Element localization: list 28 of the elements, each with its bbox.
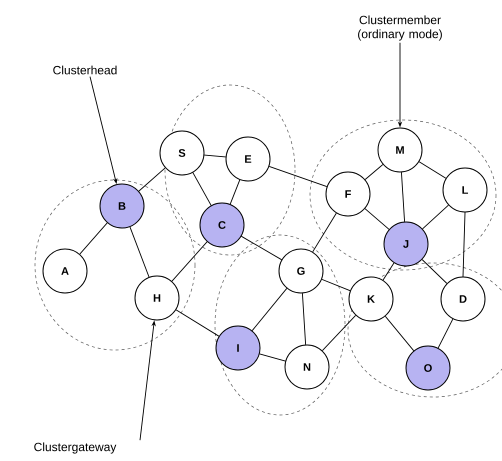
link-line [138, 167, 166, 192]
callout-text: Clustergateway [34, 442, 116, 454]
link-line [384, 316, 414, 352]
link-line [401, 172, 406, 222]
link-line [259, 354, 286, 362]
link-line [364, 164, 384, 180]
link-line [230, 179, 240, 205]
link-line [312, 212, 337, 252]
link-line [438, 318, 454, 348]
link-line [252, 288, 288, 332]
callout-text: Clustermember (ordinary mode) [358, 15, 442, 41]
link-line [418, 161, 446, 179]
link-line [192, 172, 212, 206]
link-line [321, 278, 351, 292]
link-line [302, 293, 306, 345]
link-line [241, 236, 282, 260]
link-line [79, 222, 108, 255]
link-line [364, 208, 390, 230]
link-line [322, 314, 356, 352]
link-line [268, 166, 328, 188]
link-line [204, 154, 226, 158]
link-line [172, 241, 208, 282]
callout-text: Clusterhead [53, 66, 117, 74]
link-line [130, 226, 150, 278]
link-line [382, 262, 394, 280]
link-line [176, 309, 220, 337]
link-line [462, 212, 466, 277]
link-line [422, 204, 449, 230]
